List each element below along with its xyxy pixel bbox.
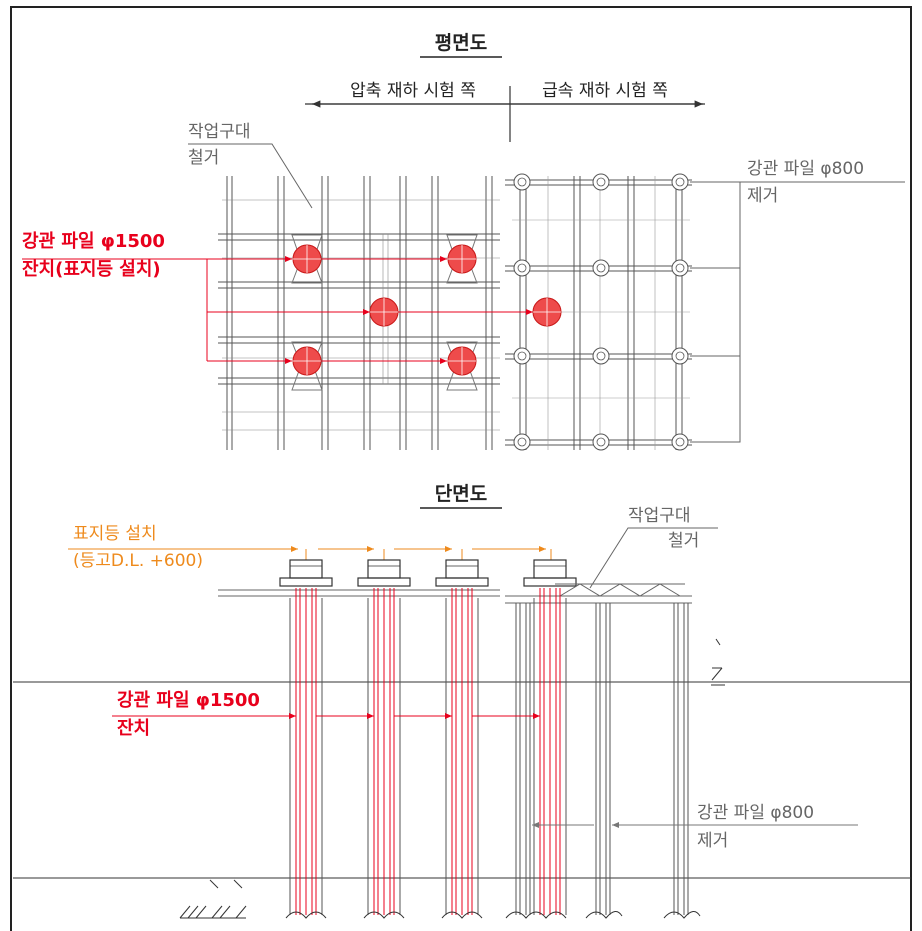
seabed-hatch (179, 879, 247, 919)
plan-large-pile-label-2: 잔치(표지등 설치) (22, 259, 161, 280)
section-large-pile-casings (289, 598, 567, 915)
section-title: 단면도 (435, 483, 487, 505)
plan-small-pile-label-2: 제거 (747, 186, 778, 206)
plan-small-pile-inner (517, 177, 685, 447)
plan-deck-beams (226, 176, 493, 450)
section-small-pile-label-1: 강관 파일 φ800 (697, 803, 814, 823)
plan-small-pile-label-1: 강관 파일 φ800 (747, 159, 864, 179)
plan-deck-leader (188, 143, 313, 209)
plan-view: 평면도 압축 재하 시험 쪽 급속 재하 시험 쪽 작업구대 철거 (22, 32, 905, 451)
plan-large-pile-leader-trunk (192, 258, 208, 361)
light-posts (305, 549, 552, 560)
plan-small-pile-nodes (513, 173, 689, 451)
section-deck-leader (589, 527, 718, 589)
section-large-pile-label-2: 잔치 (117, 718, 150, 739)
plan-direction-left: 압축 재하 시험 쪽 (350, 81, 476, 101)
plan-title: 평면도 (435, 32, 487, 54)
section-deck (218, 583, 692, 604)
light-label-1: 표지등 설치 (73, 524, 157, 544)
plan-direction-right: 급속 재하 시험 쪽 (542, 81, 668, 101)
drawing-border (10, 6, 912, 931)
pile-tips (285, 911, 701, 919)
plan-deck-label-2: 철거 (188, 148, 219, 168)
section-deck-label-1: 작업구대 (628, 506, 691, 526)
plan-small-pile-leader-trunk (690, 181, 905, 443)
section-large-piles (295, 588, 561, 915)
pile-caps (279, 559, 577, 587)
plan-deck-label-1: 작업구대 (188, 122, 251, 142)
plan-deck-stringers (218, 233, 500, 385)
plan-rapid-frame (505, 176, 692, 450)
water-level-symbol (708, 638, 728, 686)
plan-large-pile-crosshairs (293, 245, 561, 375)
section-small-piles (515, 603, 689, 915)
plan-large-pile-label-1: 강관 파일 φ1500 (22, 231, 165, 252)
section-deck-label-2: 철거 (668, 531, 699, 551)
section-view: 단면도 작업구대 철거 표지등 설치 (등고D.L. +600) (13, 483, 911, 919)
light-label-2: (등고D.L. +600) (73, 551, 203, 571)
section-large-pile-label-1: 강관 파일 φ1500 (117, 690, 260, 711)
section-small-pile-label-2: 제거 (697, 831, 728, 851)
